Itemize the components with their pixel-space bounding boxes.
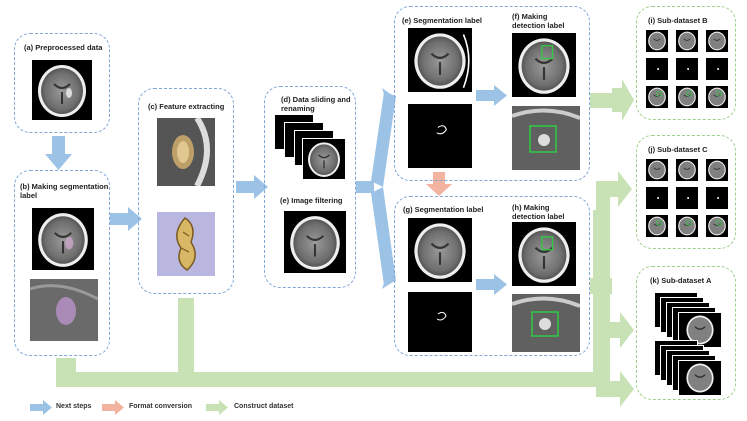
blue-c-d-head: [254, 175, 268, 199]
ct-detection-image: [512, 33, 576, 97]
blue-g-h-head: [494, 274, 507, 295]
ct-scan-image: [32, 60, 92, 120]
green-arrowhead-j: [596, 171, 632, 207]
green-arrowhead-k: [596, 312, 634, 348]
panel-feature-extracting: [138, 88, 234, 294]
panel-sub-dataset-a: [636, 266, 736, 400]
panel-g-label: (g) Segmentation label: [403, 205, 484, 214]
mask-thumbnail: [676, 187, 698, 209]
panel-making-segmentation-label: [14, 170, 110, 356]
ct-scan-image: [302, 138, 346, 180]
ct-thumbnail: [706, 159, 728, 181]
blue-split-up: [371, 92, 396, 187]
panel-j-label: (j) Sub-dataset C: [648, 145, 708, 154]
ct-thumbnail: [676, 159, 698, 181]
blue-split-up-tip: [382, 88, 396, 100]
panel-i-label: (i) Sub-dataset B: [648, 16, 708, 25]
blue-g-h-shaft: [476, 279, 496, 290]
ct-thumbnail: [676, 30, 698, 52]
ct-thumbnail: [646, 215, 668, 237]
mask-thumbnail: [706, 187, 728, 209]
mask-thumbnail: [706, 58, 728, 80]
panel-b-label: (b) Making segmentation label: [20, 182, 109, 200]
blue-d-split: [356, 181, 374, 193]
feature-extract-image: [157, 118, 215, 186]
panel-segmentation-detection-top: [394, 6, 590, 181]
panel-e-filter-label: (e) Image filtering: [280, 196, 343, 205]
stacked-ct-slice: [678, 360, 722, 396]
ct-scan-image: [284, 211, 346, 273]
segmentation-mask-image: [408, 104, 472, 168]
green-arrowhead-a2: [596, 371, 634, 407]
ct-thumbnail: [676, 215, 698, 237]
panel-data-sliding: [264, 86, 356, 288]
panel-sub-dataset-c: [636, 135, 736, 249]
ct-thumbnail: [646, 86, 668, 108]
segmentation-mask-image: [408, 292, 472, 352]
next-step-arrows: [45, 85, 507, 295]
ct-scan-image: [32, 208, 94, 270]
ct-thumbnail: [706, 215, 728, 237]
ct-detection-zoom-image: [512, 294, 580, 352]
panel-h-label: (h) Making detection label: [512, 203, 565, 221]
panel-f-label: (f) Making detection label: [512, 12, 565, 30]
panel-d-label: (d) Data sliding and renaming: [281, 95, 351, 113]
blue-b-c-shaft: [110, 213, 130, 225]
green-arrowhead-i: [612, 79, 634, 121]
blue-a-b-shaft: [52, 136, 65, 156]
green-path-bottom: [56, 372, 601, 387]
blue-a-b-head: [45, 154, 72, 170]
panel-c-label: (c) Feature extracting: [148, 102, 225, 111]
ct-scan-image: [408, 28, 472, 92]
ct-thumbnail: [646, 30, 668, 52]
blue-split-down: [371, 187, 396, 285]
salmon-shaft: [433, 172, 445, 186]
ct-thumbnail: [676, 86, 698, 108]
mask-thumbnail: [676, 58, 698, 80]
blue-c-d-shaft: [236, 181, 256, 193]
panel-a-label: (a) Preprocessed data: [24, 43, 103, 52]
ct-thumbnail: [706, 86, 728, 108]
3d-render-image: [157, 212, 215, 276]
ct-detection-zoom-image: [512, 106, 580, 170]
green-path-h-right: [590, 278, 612, 294]
mask-thumbnail: [646, 187, 668, 209]
ct-scan-image: [408, 218, 472, 282]
panel-segmentation-detection-bottom: [394, 196, 590, 356]
legend-next-steps: Next steps: [56, 403, 92, 410]
construct-dataset-arrows: [56, 79, 634, 407]
legend-format-conversion: Format conversion: [129, 403, 193, 410]
mask-thumbnail: [646, 58, 668, 80]
salmon-head: [426, 184, 452, 196]
ct-thumbnail: [706, 30, 728, 52]
blue-split-down-tip: [382, 277, 396, 289]
panel-preprocessed-data: [14, 33, 110, 133]
ct-zoom-image: [30, 279, 98, 341]
panel-k-label: (k) Sub-dataset A: [650, 276, 712, 285]
ct-detection-image: [512, 222, 576, 286]
green-path-right-vertical: [593, 210, 610, 387]
panel-e-seg-label: (e) Segmentation label: [402, 16, 483, 25]
legend-construct-dataset: Construct dataset: [234, 403, 294, 410]
green-path-c-down: [178, 298, 194, 378]
blue-e-f-shaft: [476, 90, 496, 101]
green-path-f-right: [590, 93, 616, 108]
panel-sub-dataset-b: [636, 6, 736, 120]
ct-thumbnail: [646, 159, 668, 181]
blue-b-c-head: [128, 207, 142, 231]
blue-e-f-head: [494, 85, 507, 106]
format-conversion-arrow: [426, 172, 452, 196]
